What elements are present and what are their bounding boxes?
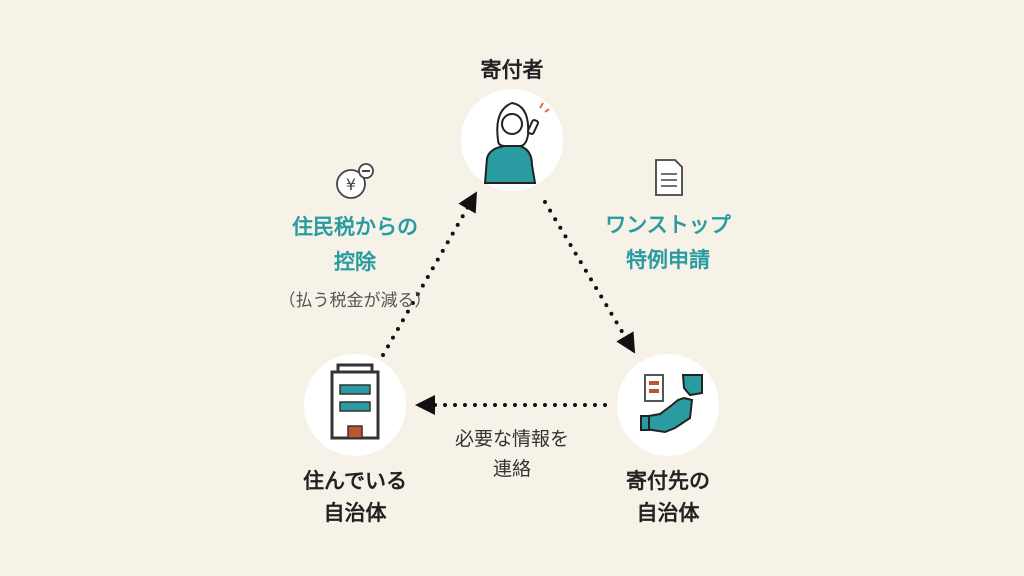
- building-icon: [304, 354, 406, 456]
- arrow-deduction: [381, 191, 477, 357]
- svg-text:¥: ¥: [346, 175, 356, 194]
- deduction-note: （払う税金が減る）: [278, 291, 432, 311]
- donor-label: 寄付者: [480, 58, 544, 82]
- arrow-one-stop: [543, 200, 636, 354]
- donor-person-icon: [461, 89, 563, 191]
- notify-label-line2: 連絡: [492, 458, 532, 480]
- resident-municipality-line2: 自治体: [323, 501, 387, 525]
- resident-municipality-line1: 住んでいる: [303, 469, 407, 493]
- notify-label-line1: 必要な情報を: [454, 428, 570, 450]
- deduction-label-line1: 住民税からの: [292, 215, 418, 239]
- donation-municipality-line1: 寄付先の: [626, 469, 710, 493]
- deduction-label-line2: 控除: [334, 250, 376, 274]
- japan-map-icon: [617, 354, 719, 456]
- donation-municipality-line2: 自治体: [636, 501, 700, 525]
- document-icon: [655, 159, 683, 196]
- yen-minus-icon: ¥: [336, 163, 374, 199]
- one-stop-label-line1: ワンストップ: [605, 213, 731, 237]
- one-stop-label-line2: 特例申請: [626, 248, 710, 272]
